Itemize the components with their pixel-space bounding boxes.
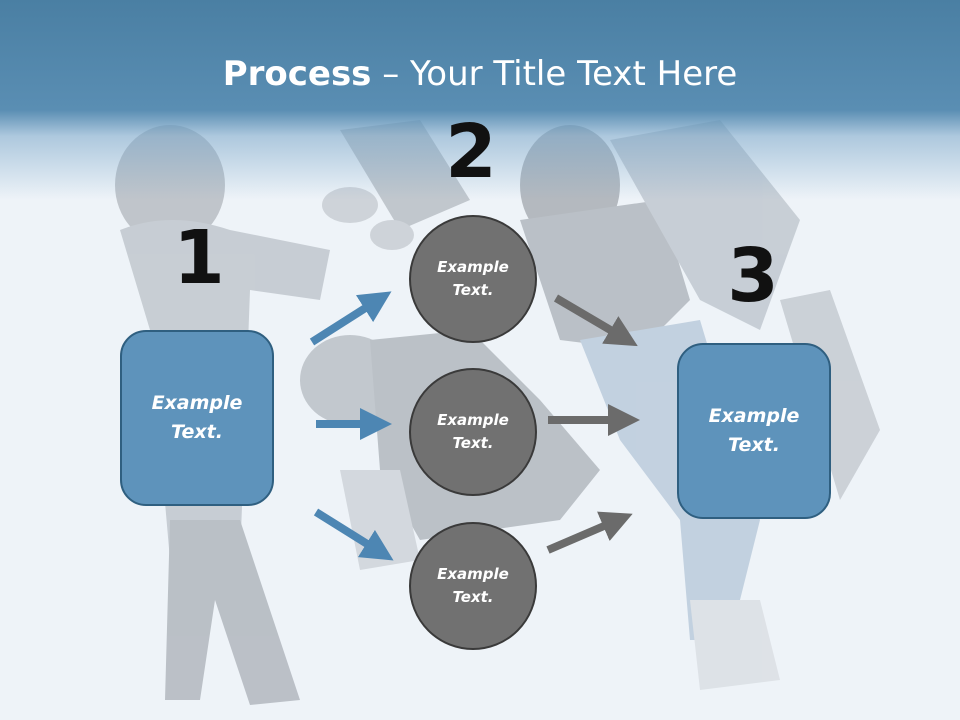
circle-bottom[interactable]: Example Text. <box>409 522 537 650</box>
circle-bottom-text: Example Text. <box>437 565 509 606</box>
arrow-1-to-bottom <box>313 508 394 561</box>
circle-top-text: Example Text. <box>437 258 509 299</box>
arrow-1-to-top <box>309 291 392 346</box>
circle-top[interactable]: Example Text. <box>409 215 537 343</box>
arrow-bottom-to-3 <box>546 511 633 554</box>
step-1-box[interactable]: Example Text. <box>120 330 274 506</box>
step-number-2: 2 <box>445 109 497 195</box>
step-1-text: Example Text. <box>151 392 243 443</box>
title-bold: Process <box>222 54 372 94</box>
slide-title: Process – Your Title Text Here <box>0 52 960 96</box>
circle-middle-text: Example Text. <box>437 411 509 452</box>
step-3-text: Example Text. <box>708 405 800 456</box>
header-band <box>0 0 960 200</box>
step-number-3: 3 <box>727 233 779 319</box>
circle-middle[interactable]: Example Text. <box>409 368 537 496</box>
title-rest: – Your Title Text Here <box>371 54 738 94</box>
step-3-box[interactable]: Example Text. <box>677 343 831 519</box>
step-number-1: 1 <box>173 215 225 301</box>
arrow-top-to-3 <box>553 294 638 347</box>
